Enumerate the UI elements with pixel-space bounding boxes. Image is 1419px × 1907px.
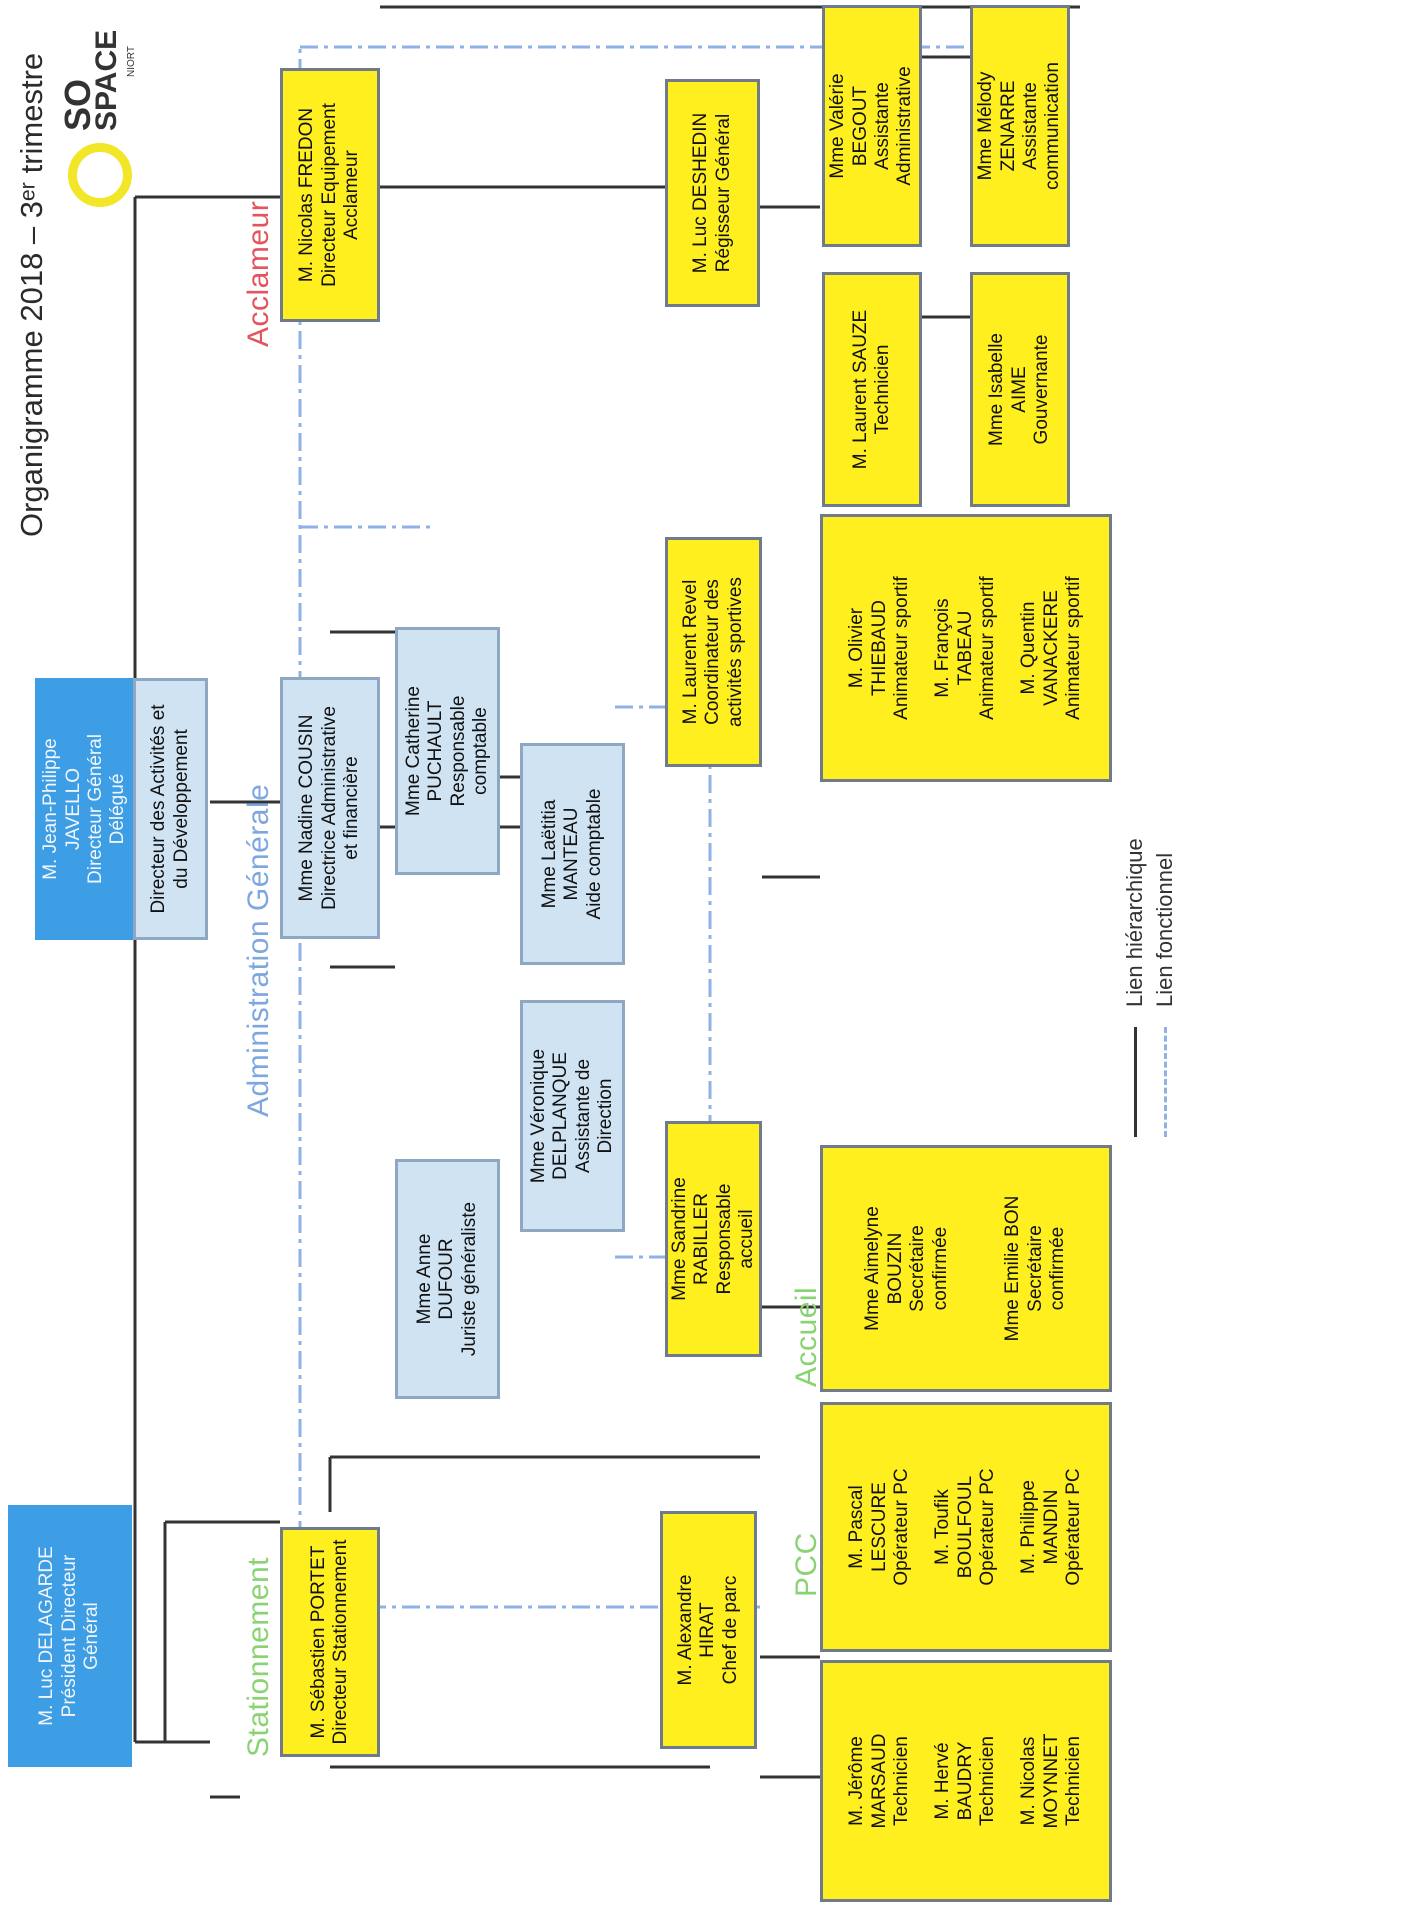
node-dufour: Mme Anne DUFOUR Juriste généraliste (395, 1159, 500, 1399)
logo-niort: NIORT (126, 46, 137, 77)
node-sauze: M. Laurent SAUZE Technicien (822, 272, 922, 507)
list-item: Mme Aimelyne BOUZIN Secrétaire confirmée (862, 1206, 951, 1331)
dashed-line-sample (1163, 1027, 1167, 1137)
list-item: M. François TABEAU Animateur sportif (932, 576, 999, 720)
node-aime: Mme Isabelle AIME Gouvernante (970, 272, 1070, 507)
logo-space: SPACE (90, 29, 123, 131)
node-president: M. Luc DELAGARDE Président Directeur Gén… (8, 1505, 132, 1767)
list-item: Mme Emilie BON Secrétaire confirmée (1002, 1195, 1069, 1342)
node-delplanque: Mme Véronique DELPLANQUE Assistante de D… (520, 1000, 625, 1232)
list-item: M. Olivier THIEBAUD Animateur sportif (846, 576, 913, 720)
group-secretaires: Mme Aimelyne BOUZIN Secrétaire confirmée… (820, 1145, 1112, 1392)
list-item: M. Nicolas MOYNNET Technicien (1018, 1733, 1085, 1829)
node-dir-activites: Directeur des Activités et du Développem… (133, 678, 208, 940)
node-begout: Mme Valérie BEGOUT Assistante Administra… (822, 5, 922, 247)
legend-fonctionnel: Lien fonctionnel (1150, 838, 1180, 1137)
node-revel: M. Laurent Revel Coordinateur des activi… (665, 537, 762, 767)
page-title: Organigramme 2018 – 3ᵉʳ trimestre (14, 52, 49, 537)
legend-hierarchique: Lien hiérarchique (1120, 838, 1150, 1137)
solid-line-sample (1133, 1027, 1137, 1137)
group-techniciens: M. Jérôme MARSAUD Technicien M. Hervé BA… (820, 1660, 1112, 1902)
section-pcc: PCC (790, 1532, 823, 1597)
section-administration: Administration Générale (242, 783, 275, 1117)
group-animateurs: M. Olivier THIEBAUD Animateur sportif M.… (820, 514, 1112, 782)
list-item: M. Philippe MANDIN Opérateur PC (1018, 1468, 1085, 1586)
hierarchical-links (133, 5, 1080, 1799)
so-space-logo: SO SPACE NIORT (57, 30, 137, 207)
legend: Lien hiérarchique Lien fonctionnel (1120, 838, 1180, 1137)
list-item: M. Quentin VANACKERE Animateur sportif (1018, 576, 1085, 720)
node-manteau: Mme Laëtitia MANTEAU Aide comptable (520, 743, 625, 965)
node-portet: M. Sébastien PORTET Directeur Stationnem… (280, 1527, 380, 1757)
section-acclameur: Acclameur (242, 200, 275, 347)
group-operateurs: M. Pascal LESCURE Opérateur PC M. Toufik… (820, 1402, 1112, 1652)
list-item: M. Toufik BOULFOUL Opérateur PC (932, 1468, 999, 1586)
section-accueil: Accueil (790, 1286, 823, 1387)
node-cousin: Mme Nadine COUSIN Directrice Administrat… (280, 677, 380, 939)
node-hirat: M. Alexandre HIRAT Chef de parc (660, 1511, 757, 1749)
node-deshedin: M. Luc DESHEDIN Régisseur Général (665, 79, 760, 307)
node-puchault: Mme Catherine PUCHAULT Responsable compt… (395, 627, 500, 875)
node-dg-delegue: M. Jean-Philippe JAVELLO Directeur Génér… (35, 678, 135, 940)
node-fredon: M. Nicolas FREDON Directeur Equipement A… (280, 68, 380, 322)
list-item: M. Jérôme MARSAUD Technicien (846, 1733, 913, 1829)
list-item: M. Hervé BAUDRY Technicien (932, 1736, 999, 1826)
node-zenarre: Mme Mélody ZENARRE Assistante communicat… (970, 5, 1070, 247)
node-rabiller: Mme Sandrine RABILLER Responsable accuei… (665, 1121, 762, 1357)
list-item: M. Pascal LESCURE Opérateur PC (846, 1468, 913, 1586)
section-stationnement: Stationnement (242, 1557, 275, 1757)
